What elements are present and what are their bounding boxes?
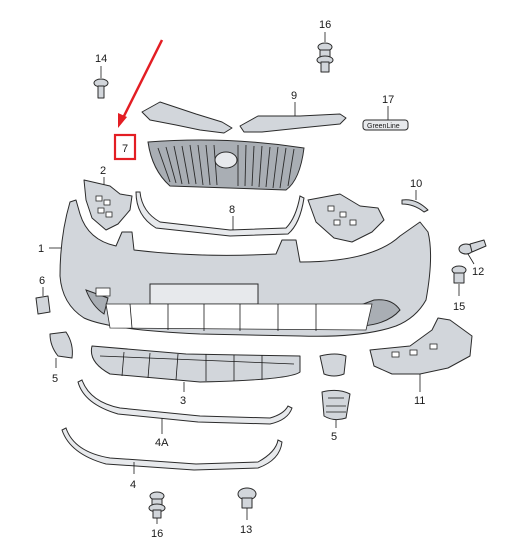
callout-2: 2: [100, 165, 106, 177]
part-13-plug: [237, 487, 257, 520]
part-5-insert-right-upper: [319, 353, 347, 377]
part-5-insert-left: [49, 331, 73, 368]
part-7-grille: [147, 139, 305, 191]
callout-12: 12: [472, 266, 484, 278]
callout-5-right: 5: [331, 431, 337, 443]
badge-text: GreenLine: [367, 123, 400, 130]
callout-4: 4: [130, 479, 136, 491]
part-8-strip: [135, 191, 305, 237]
part-12-bolt: [458, 239, 487, 265]
callout-14: 14: [95, 53, 107, 65]
part-6-cap: [35, 287, 51, 315]
part-4A-spoiler: [77, 379, 293, 434]
part-11-lower-support: [369, 317, 473, 392]
callout-10: 10: [410, 178, 422, 190]
part-16-clip-bottom: [148, 491, 166, 524]
callout-1: 1: [38, 243, 44, 255]
part-15-clip-nut: [451, 265, 467, 296]
part-4-lower-trim: [61, 427, 283, 474]
callout-13: 13: [240, 524, 252, 536]
callout-11: 11: [414, 395, 425, 407]
callout-6: 6: [39, 275, 45, 287]
part-3-lower-grille: [90, 345, 301, 392]
callout-16-bottom: 16: [151, 528, 163, 540]
part-10-trim: [401, 190, 429, 213]
part-5-insert-right-lower: [321, 389, 351, 428]
callout-8: 8: [229, 204, 235, 216]
callout-3: 3: [180, 395, 186, 407]
callout-5-left: 5: [52, 373, 58, 385]
highlight-box: [113, 133, 137, 161]
part-2-left-bracket: [83, 177, 133, 231]
callout-4A: 4A: [155, 437, 169, 449]
callout-9: 9: [291, 90, 297, 102]
part-1-bumper-cover: [49, 199, 432, 337]
callout-17: 17: [382, 94, 394, 106]
right-bracket: [307, 193, 385, 243]
callout-15: 15: [453, 301, 465, 313]
part-9-upper-cover: [141, 101, 347, 134]
part-17-greenline-badge: GreenLine: [362, 106, 409, 131]
part-14-screw: [93, 66, 109, 99]
highlight-arrow: [118, 39, 164, 128]
callout-7: 7: [122, 143, 128, 155]
callout-16-top: 16: [319, 19, 331, 31]
part-16-clip-top: [316, 32, 334, 73]
